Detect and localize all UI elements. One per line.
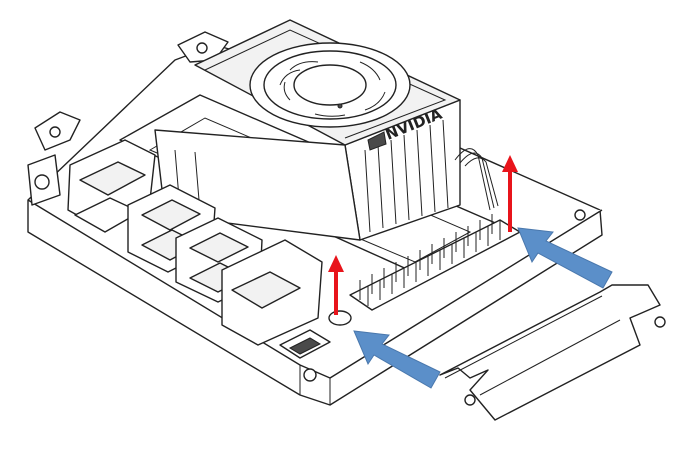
fan-cable (454, 148, 499, 211)
fan-icon (249, 42, 411, 128)
pin-row (359, 214, 501, 306)
heatsink-fins (364, 119, 449, 233)
insert-arrow-icon (353, 330, 441, 389)
button (328, 310, 352, 326)
lift-arrow-icon (502, 155, 518, 232)
insert-arrow-icon (517, 227, 613, 289)
ports (27, 139, 331, 359)
bottom-plate (439, 284, 666, 421)
lift-arrow-icon (328, 255, 344, 315)
